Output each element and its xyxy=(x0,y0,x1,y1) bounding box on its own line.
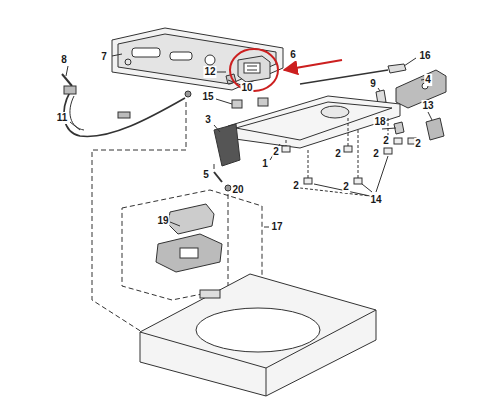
callout-number: 2 xyxy=(342,181,350,193)
callout-number: 8 xyxy=(60,54,68,66)
callout-number: 1 xyxy=(261,158,269,170)
callout-number: 15 xyxy=(201,91,214,103)
callout-number: 11 xyxy=(56,112,69,124)
callout-number: 2 xyxy=(272,146,280,158)
callout-number: 5 xyxy=(202,169,210,181)
callout-number: 9 xyxy=(369,78,377,90)
callout-number: 3 xyxy=(204,114,212,126)
callout-number: 17 xyxy=(270,221,283,233)
callout-number: 16 xyxy=(418,50,431,62)
callout-number: 6 xyxy=(289,49,297,61)
callout-number: 4 xyxy=(424,74,432,86)
callout-number: 12 xyxy=(203,66,216,78)
callout-number: 2 xyxy=(414,138,422,150)
callout-number: 2 xyxy=(292,180,300,192)
callout-number: 2 xyxy=(372,148,380,160)
callout-number: 14 xyxy=(369,194,382,206)
callout-number: 19 xyxy=(156,215,169,227)
callout-number: 7 xyxy=(100,51,108,63)
callout-number: 13 xyxy=(421,100,434,112)
callout-number: 18 xyxy=(373,116,386,128)
callout-number: 2 xyxy=(382,135,390,147)
callout-number: 10 xyxy=(240,82,253,94)
callout-number: 2 xyxy=(334,148,342,160)
callout-number: 20 xyxy=(231,184,244,196)
